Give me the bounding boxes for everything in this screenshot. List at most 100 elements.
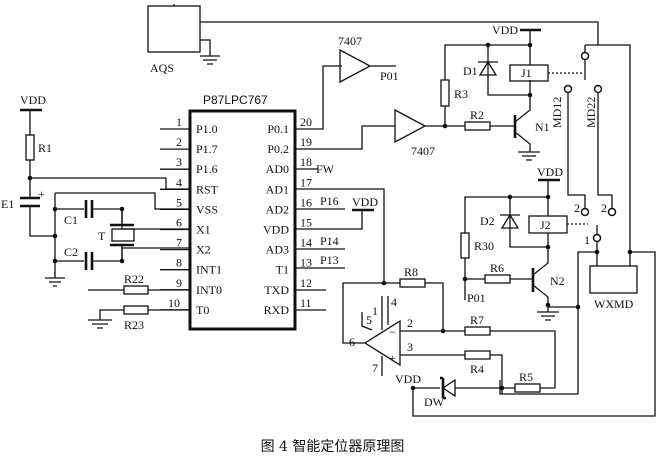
svg-text:+: + (389, 351, 396, 365)
svg-text:2: 2 (407, 316, 413, 330)
figure-caption: 图 4 智能定位器原理图 (260, 439, 405, 455)
svg-text:R5: R5 (519, 370, 533, 384)
svg-text:R1: R1 (38, 141, 52, 155)
svg-text:P01: P01 (467, 291, 486, 305)
pin-label: X1 (196, 223, 211, 237)
pin-number: 11 (300, 296, 312, 310)
svg-text:P87LPC767: P87LPC767 (203, 93, 268, 107)
svg-text:N2: N2 (550, 274, 565, 288)
pin-number: 6 (176, 216, 182, 230)
pin-number: 10 (168, 296, 180, 310)
svg-text:AQS: AQS (150, 61, 174, 75)
svg-text:P14: P14 (320, 234, 339, 248)
pin-number: 13 (300, 256, 312, 270)
svg-text:P13: P13 (320, 253, 339, 267)
relay-driver-n2: VDD D2 J2 R30 R6 P01 N2 (460, 165, 588, 321)
pin-label: T1 (276, 263, 289, 277)
svg-text:7: 7 (372, 361, 378, 375)
pin-number: 2 (176, 135, 182, 149)
svg-text:J2: J2 (540, 218, 551, 232)
pin-label: T0 (196, 303, 209, 317)
pin-number: 15 (300, 216, 312, 230)
svg-text:D2: D2 (480, 214, 495, 228)
svg-text:E1: E1 (1, 197, 14, 211)
svg-text:C2: C2 (64, 245, 78, 259)
svg-text:−: − (389, 325, 396, 339)
pin-label: AD1 (266, 182, 289, 196)
svg-text:R30: R30 (474, 239, 494, 253)
svg-text:J1: J1 (521, 66, 532, 80)
svg-text:3: 3 (407, 340, 413, 354)
svg-text:R3: R3 (454, 87, 468, 101)
pin-label: RST (196, 182, 219, 196)
svg-text:1: 1 (584, 233, 590, 247)
svg-text:R4: R4 (470, 362, 484, 376)
svg-text:R23: R23 (124, 318, 144, 332)
svg-text:VDD: VDD (395, 372, 421, 386)
aqs-sensor: AQS (147, 4, 599, 75)
svg-text:FW: FW (316, 162, 335, 176)
relay-contacts: MD12 MD22 2 2 1 WXMD (412, 44, 656, 417)
svg-text:VDD: VDD (20, 93, 46, 107)
svg-text:VDD: VDD (352, 195, 378, 209)
pin-label: INT1 (196, 263, 222, 277)
pin-number: 14 (300, 236, 312, 250)
svg-text:5: 5 (366, 313, 372, 327)
svg-text:R2: R2 (470, 108, 484, 122)
svg-text:MD22: MD22 (584, 97, 598, 128)
svg-text:R6: R6 (490, 261, 504, 275)
svg-text:P16: P16 (320, 194, 339, 208)
svg-text:WXMD: WXMD (594, 297, 634, 311)
pin-label: AD3 (266, 243, 289, 257)
pin-label: X2 (196, 243, 211, 257)
svg-text:R22: R22 (124, 272, 144, 286)
pin-label: RXD (264, 303, 290, 317)
reset-circuit: VDD R1 E1 + C1 C2 T R22 R23 (1, 93, 190, 332)
pin-number: 3 (176, 155, 182, 169)
svg-text:N1: N1 (535, 120, 550, 134)
pin-label: P1.6 (196, 162, 218, 176)
svg-text:1: 1 (372, 304, 378, 318)
pin-label: AD2 (266, 202, 289, 216)
pin-label: TXD (264, 283, 289, 297)
pin-label: P1.0 (196, 122, 218, 136)
chip-right-wiring: 7407 P01 7407 FW P16 VDD P14 P13 (295, 34, 435, 311)
svg-text:D1: D1 (463, 64, 478, 78)
pin-label: VSS (196, 202, 218, 216)
svg-text:T: T (98, 229, 106, 243)
pin-label: AD0 (266, 162, 289, 176)
pin-number: 19 (300, 135, 312, 149)
pin-label: INT0 (196, 283, 222, 297)
svg-text:P01: P01 (380, 69, 399, 83)
relay-driver-n1: R2 R3 VDD D1 J1 N1 (425, 23, 582, 161)
pin-label: VDD (263, 223, 289, 237)
svg-text:MD12: MD12 (550, 97, 564, 128)
pin-number: 5 (176, 195, 182, 209)
pin-number: 9 (176, 276, 182, 290)
svg-text:7407: 7407 (338, 34, 362, 48)
svg-text:R7: R7 (470, 313, 484, 327)
svg-text:R8: R8 (404, 265, 418, 279)
pin-number: 16 (300, 195, 312, 209)
pin-label: P0.1 (267, 122, 289, 136)
pin-number: 17 (300, 175, 312, 189)
